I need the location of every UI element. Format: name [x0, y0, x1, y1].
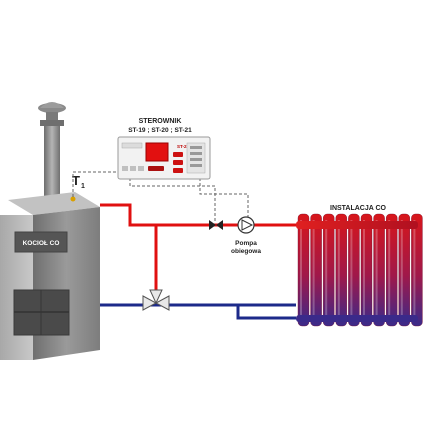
radiator-fin [386, 213, 398, 327]
radiator-fin-highlight [350, 220, 353, 318]
radiator: INSTALACJA CO [296, 205, 423, 327]
radiator-fin [360, 213, 373, 327]
sensor-label: T [72, 173, 80, 188]
controller-models: ST-19 ; ST-20 ; ST-21 [128, 127, 192, 134]
radiator-fin-highlight [413, 220, 416, 318]
circulation-pump: Pompa obiegowa [231, 216, 261, 255]
installation-label: INSTALACJA CO [330, 205, 387, 212]
radiator-fin [335, 213, 347, 327]
three-way-valve [142, 289, 170, 311]
return-pipe [100, 303, 296, 320]
radiator-fin-highlight [400, 220, 403, 318]
boiler-label: KOCIOŁ CO [23, 240, 60, 247]
radiator-fin [373, 213, 385, 327]
radiator-bottom-header [296, 315, 418, 322]
chimney [38, 102, 66, 198]
radiator-fin-highlight [388, 220, 391, 318]
controller-title: STEROWNIK [139, 118, 182, 125]
radiator-fin [297, 213, 310, 327]
radiator-fin [398, 213, 410, 327]
boiler: KOCIOŁ CO [0, 192, 100, 360]
signal-wires [72, 158, 249, 222]
radiator-fin [323, 213, 335, 327]
radiator-fin-highlight [337, 220, 340, 318]
check-valve [209, 220, 223, 230]
controller-badge: ST-21 [177, 144, 190, 149]
temperature-sensor-t1: T 1 [70, 173, 85, 202]
radiator-fin-highlight [312, 220, 315, 318]
controller-display [145, 142, 169, 162]
radiator-fins [297, 213, 423, 327]
pump-label-line2: obiegowa [231, 248, 261, 255]
radiator-fin [310, 213, 322, 327]
boiler-label-panel [14, 231, 68, 253]
radiator-fin [411, 213, 423, 327]
sensor-subscript: 1 [81, 183, 85, 190]
radiator-fin [348, 213, 360, 327]
radiator-fin-highlight [300, 220, 302, 318]
radiator-fin-highlight [375, 220, 378, 318]
radiator-fin-highlight [363, 220, 365, 318]
controller: STEROWNIK ST-19 ; ST-20 ; ST-21 ST-21 [117, 118, 211, 180]
radiator-fin-highlight [325, 220, 328, 318]
pump-label-line1: Pompa [235, 240, 257, 247]
radiator-top-header [296, 221, 418, 229]
supply-pipe [100, 203, 296, 293]
